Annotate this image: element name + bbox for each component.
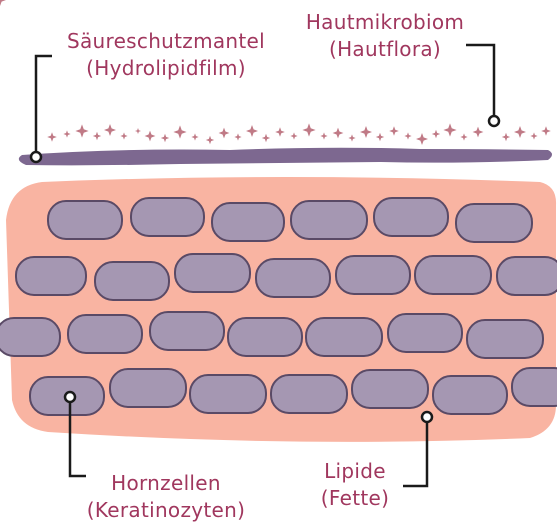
corneocyte: [131, 198, 204, 236]
corneocyte: [271, 375, 347, 413]
corneocyte: [0, 318, 60, 356]
corneocyte: [48, 201, 122, 239]
corneocyte: [497, 257, 557, 295]
corneocyte: [175, 254, 250, 292]
corneocyte: [68, 315, 142, 353]
microbiome-label-line2: (Hautflora): [290, 36, 480, 63]
corneocyte: [212, 203, 284, 241]
corneocyte: [352, 370, 428, 408]
acid-mantle-label-line1: Säureschutzmantel: [56, 28, 276, 55]
acid-mantle-label-line2: (Hydrolipidfilm): [56, 55, 276, 82]
hydrolipid-film: [19, 148, 552, 166]
microbiome-label-line1: Hautmikrobiom: [290, 9, 480, 36]
corneocyte: [415, 256, 491, 294]
acid-mantle-label: Säureschutzmantel (Hydrolipidfilm): [56, 28, 276, 82]
corneocyte: [336, 256, 410, 294]
corneocytes-marker: [65, 392, 75, 402]
lipids-label: Lipide (Fette): [310, 458, 400, 512]
corneocyte: [456, 204, 532, 242]
microbiome-marker: [489, 116, 499, 126]
corneocytes-label-line2: (Keratinozyten): [78, 497, 254, 524]
lipids-label-line1: Lipide: [310, 458, 400, 485]
corneocyte: [110, 369, 186, 407]
lipids-marker: [422, 412, 432, 422]
skin-flora: [0, 0, 6, 6]
corneocyte: [228, 318, 302, 356]
microbiome-label: Hautmikrobiom (Hautflora): [290, 9, 480, 63]
corneocytes-label: Hornzellen (Keratinozyten): [78, 470, 254, 524]
corneocyte: [388, 314, 462, 352]
corneocyte: [150, 312, 224, 350]
acid-mantle-marker: [31, 152, 41, 162]
corneocyte: [433, 376, 507, 414]
lipids-label-line2: (Fette): [310, 485, 400, 512]
corneocyte: [95, 262, 169, 300]
corneocyte: [467, 320, 543, 358]
corneocyte: [190, 375, 266, 413]
corneocyte: [256, 259, 330, 297]
skin-flora-items: [47, 123, 551, 145]
corneocytes-label-line1: Hornzellen: [78, 470, 254, 497]
corneocyte: [306, 318, 382, 356]
corneocyte: [291, 201, 367, 239]
corneocyte: [512, 368, 557, 406]
corneocyte: [374, 198, 448, 236]
corneocyte: [16, 257, 86, 295]
